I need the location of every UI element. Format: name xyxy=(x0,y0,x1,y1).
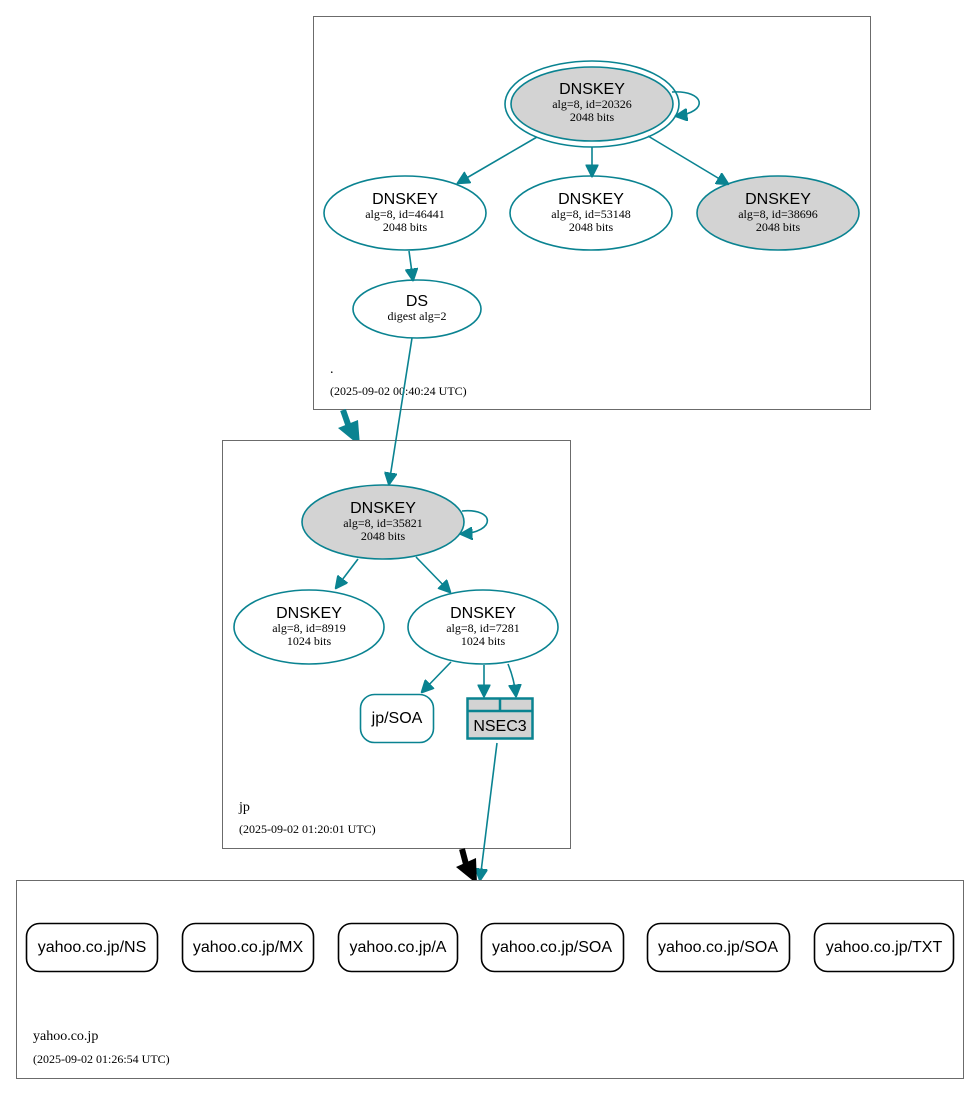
yahoo-a-record[interactable]: yahoo.co.jp/A xyxy=(337,922,459,973)
root-dnskey-38696-size: 2048 bits xyxy=(756,220,801,234)
root-ds-title: DS xyxy=(406,293,428,310)
jp-dnskey-8919-size: 1024 bits xyxy=(287,634,332,648)
zone-root-timestamp: (2025-09-02 00:40:24 UTC) xyxy=(330,384,467,398)
root-ds-node[interactable]: DS digest alg=2 xyxy=(352,279,482,339)
jp-dnskey-7281-detail: alg=8, id=7281 xyxy=(446,621,520,635)
jp-dnskey-7281-size: 1024 bits xyxy=(461,634,506,648)
root-ksk-20326-node[interactable]: DNSKEY alg=8, id=20326 2048 bits xyxy=(504,60,680,148)
yahoo-soa-record-1[interactable]: yahoo.co.jp/SOA xyxy=(480,922,625,973)
jp-nsec3-node[interactable]: NSEC3 xyxy=(466,697,534,740)
zone-root: . (2025-09-02 00:40:24 UTC) DNSKEY alg=8… xyxy=(313,16,871,410)
yahoo-soa-record-2[interactable]: yahoo.co.jp/SOA xyxy=(646,922,791,973)
root-dnskey-53148-title: DNSKEY xyxy=(558,191,624,208)
jp-ksk-35821-size: 2048 bits xyxy=(361,529,406,543)
edge-jp-ksk-to-7281 xyxy=(415,556,450,592)
edge-7281-to-nsec3-b xyxy=(507,663,516,696)
jp-ksk-35821-node[interactable]: DNSKEY alg=8, id=35821 2048 bits xyxy=(301,484,465,560)
root-dnskey-46441-detail: alg=8, id=46441 xyxy=(365,207,445,221)
delegation-jp-to-yahoo-arrow xyxy=(456,848,477,884)
edge-nsec3-to-yahoo-zone xyxy=(480,742,498,880)
root-dnskey-53148-detail: alg=8, id=53148 xyxy=(551,207,631,221)
jp-ksk-35821-title: DNSKEY xyxy=(350,500,416,517)
yahoo-a-record-label: yahoo.co.jp/A xyxy=(350,939,447,956)
edge-7281-to-soa xyxy=(422,661,452,692)
zone-root-label: . xyxy=(330,362,334,377)
yahoo-txt-record[interactable]: yahoo.co.jp/TXT xyxy=(813,922,955,973)
zone-jp-timestamp: (2025-09-02 01:20:01 UTC) xyxy=(239,822,376,836)
yahoo-ns-record[interactable]: yahoo.co.jp/NS xyxy=(25,922,159,973)
zone-jp: jp (2025-09-02 01:20:01 UTC) DNSKEY alg=… xyxy=(222,440,571,849)
yahoo-txt-record-label: yahoo.co.jp/TXT xyxy=(826,939,943,956)
jp-soa-node[interactable]: jp/SOA xyxy=(359,693,435,744)
edge-jp-ksk-to-8919 xyxy=(336,558,359,588)
zone-yahoo-timestamp: (2025-09-02 01:26:54 UTC) xyxy=(33,1052,170,1066)
root-dnskey-53148-size: 2048 bits xyxy=(569,220,614,234)
zone-yahoo-box xyxy=(16,880,964,1079)
root-ksk-20326-size: 2048 bits xyxy=(570,110,615,124)
jp-ksk-self-signature-edge xyxy=(461,510,489,534)
jp-dnskey-8919-detail: alg=8, id=8919 xyxy=(272,621,346,635)
yahoo-soa-record-2-label: yahoo.co.jp/SOA xyxy=(658,939,778,956)
root-dnskey-38696-title: DNSKEY xyxy=(745,191,811,208)
yahoo-mx-record-label: yahoo.co.jp/MX xyxy=(193,939,304,956)
root-dnskey-38696-detail: alg=8, id=38696 xyxy=(738,207,818,221)
jp-dnskey-8919-node[interactable]: DNSKEY alg=8, id=8919 1024 bits xyxy=(233,589,385,665)
edge-ksk-to-46441 xyxy=(458,136,538,183)
root-dnskey-46441-size: 2048 bits xyxy=(383,220,428,234)
jp-ksk-35821-detail: alg=8, id=35821 xyxy=(343,516,423,530)
yahoo-mx-record[interactable]: yahoo.co.jp/MX xyxy=(181,922,315,973)
jp-soa-label: jp/SOA xyxy=(371,710,423,727)
jp-dnskey-7281-title: DNSKEY xyxy=(450,605,516,622)
edge-ksk-to-38696 xyxy=(647,135,728,184)
root-ds-detail: digest alg=2 xyxy=(387,309,446,323)
root-ksk-20326-title: DNSKEY xyxy=(559,81,625,98)
delegation-root-to-jp-arrow xyxy=(338,409,360,446)
jp-nsec3-label: NSEC3 xyxy=(473,718,526,735)
edge-46441-to-ds xyxy=(409,250,413,280)
zone-yahoo: yahoo.co.jp (2025-09-02 01:26:54 UTC) ya… xyxy=(16,880,964,1079)
edge-ds-to-jp-ksk xyxy=(389,337,413,484)
jp-dnskey-7281-node[interactable]: DNSKEY alg=8, id=7281 1024 bits xyxy=(407,589,559,665)
root-dnskey-53148-node[interactable]: DNSKEY alg=8, id=53148 2048 bits xyxy=(509,175,673,251)
root-dnskey-46441-node[interactable]: DNSKEY alg=8, id=46441 2048 bits xyxy=(323,175,487,251)
root-ksk-self-signature-edge xyxy=(671,91,700,116)
yahoo-soa-record-1-label: yahoo.co.jp/SOA xyxy=(492,939,612,956)
root-dnskey-46441-title: DNSKEY xyxy=(372,191,438,208)
zone-jp-label: jp xyxy=(238,800,250,815)
zone-yahoo-label: yahoo.co.jp xyxy=(33,1029,98,1044)
root-dnskey-38696-node[interactable]: DNSKEY alg=8, id=38696 2048 bits xyxy=(696,175,860,251)
jp-dnskey-8919-title: DNSKEY xyxy=(276,605,342,622)
yahoo-ns-record-label: yahoo.co.jp/NS xyxy=(38,939,147,956)
root-ksk-20326-detail: alg=8, id=20326 xyxy=(552,97,632,111)
